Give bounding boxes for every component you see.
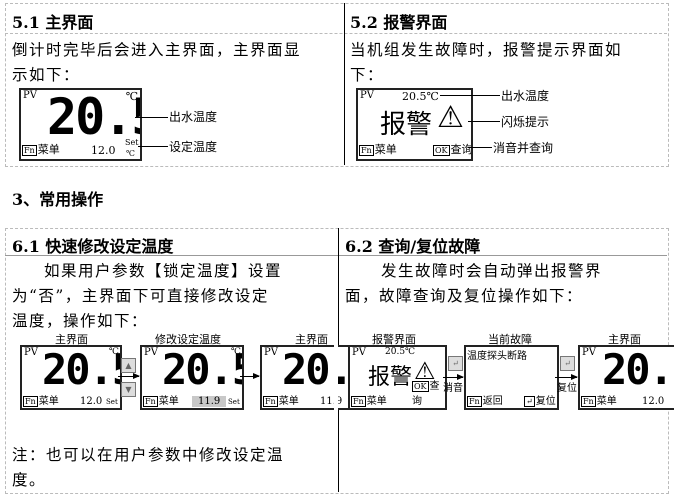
paragraph: 温度，操作如下： bbox=[12, 312, 149, 330]
query-label: 查询 bbox=[412, 381, 440, 407]
unit: ℃ bbox=[108, 347, 119, 357]
warning-icon: ⚠ bbox=[437, 100, 464, 135]
heading-5-2: 5.2 报警界面 bbox=[350, 13, 448, 32]
divider bbox=[344, 3, 345, 165]
paragraph: 如果用户参数【锁定温度】设置 bbox=[44, 262, 283, 280]
heading-6-1: 6.1 快速修改设定温度 bbox=[12, 237, 174, 256]
water-temp: 20.5 bbox=[42, 345, 120, 394]
caption: 主界面 bbox=[295, 333, 328, 346]
caption: 当前故障 bbox=[488, 333, 532, 346]
water-temp: 20.5 bbox=[282, 345, 352, 394]
pv-label: PV bbox=[23, 90, 37, 101]
reset-label: 复位 bbox=[535, 396, 556, 407]
fn-key-icon: Fn bbox=[359, 144, 374, 156]
set-value: 12.0 bbox=[80, 396, 103, 407]
heading-5-1: 5.1 主界面 bbox=[12, 13, 94, 32]
water-temp: 20.5 bbox=[47, 88, 140, 146]
note: 度。 bbox=[12, 471, 47, 489]
confirm-button[interactable]: ↵ bbox=[448, 356, 463, 371]
paragraph: 面，故障查询及复位操作如下： bbox=[345, 287, 584, 305]
paragraph: 发生故障时会自动弹出报警界 bbox=[381, 262, 603, 280]
back-label: 返回 bbox=[482, 396, 503, 407]
water-temp: 20.5 bbox=[162, 345, 242, 394]
menu-label: 菜单 bbox=[596, 396, 617, 407]
enter-key-icon: ↵ bbox=[524, 396, 535, 407]
set-value: 11.9 bbox=[320, 396, 343, 407]
callout-water-temp: 出水温度 bbox=[501, 89, 550, 103]
water-temp: 20.5 bbox=[602, 345, 674, 394]
heading-3: 3、常用操作 bbox=[12, 190, 104, 209]
water-temp: 20.5℃ bbox=[385, 347, 416, 357]
paragraph: 倒计时完毕后会进入主界面，主界面显 bbox=[12, 41, 302, 59]
heading-6-2: 6.2 查询/复位故障 bbox=[345, 237, 481, 256]
pv-label: PV bbox=[360, 90, 374, 101]
pv-label: PV bbox=[264, 347, 278, 358]
menu-label: 菜单 bbox=[38, 396, 59, 407]
set-value: 12.0 bbox=[642, 396, 665, 407]
fn-key-icon: Fn bbox=[263, 396, 278, 407]
caption: 主界面 bbox=[608, 333, 641, 346]
ok-key-icon: OK bbox=[433, 144, 450, 156]
confirm-button[interactable]: ↵ bbox=[560, 356, 575, 371]
set-label: Set bbox=[228, 398, 240, 406]
caption: 报警界面 bbox=[372, 333, 416, 346]
menu-label: 菜单 bbox=[278, 396, 299, 407]
water-temp: 20.5℃ bbox=[402, 90, 439, 103]
pv-label: PV bbox=[352, 347, 366, 358]
fn-key-icon: Fn bbox=[23, 396, 38, 407]
menu-label: 菜单 bbox=[158, 396, 179, 407]
paragraph: 示如下： bbox=[12, 66, 81, 84]
down-button[interactable]: ▼ bbox=[121, 382, 136, 397]
pv-label: PV bbox=[582, 347, 596, 358]
fn-key-icon: Fn bbox=[351, 396, 366, 407]
callout-set-temp: 设定温度 bbox=[169, 140, 218, 154]
menu-label: 菜单 bbox=[374, 143, 397, 156]
set-value-editing: 11.9 bbox=[192, 396, 227, 407]
note: 注：也可以在用户参数中修改设定温 bbox=[12, 446, 285, 464]
pv-label: PV bbox=[24, 347, 38, 358]
menu-label: 菜单 bbox=[366, 396, 387, 407]
callout-water-temp: 出水温度 bbox=[169, 110, 218, 124]
paragraph: 为“否”，主界面下可直接修改设定 bbox=[12, 287, 269, 305]
divider bbox=[5, 33, 667, 34]
caption: 修改设定温度 bbox=[155, 333, 221, 346]
paragraph: 当机组发生故障时，报警提示界面如 bbox=[350, 41, 623, 59]
fn-key-icon: Fn bbox=[143, 396, 158, 407]
set-label: Set bbox=[106, 398, 118, 406]
table-section-5 bbox=[5, 3, 669, 167]
fn-key-icon: Fn bbox=[22, 144, 37, 156]
caption: 主界面 bbox=[55, 333, 88, 346]
menu-label: 菜单 bbox=[37, 143, 60, 156]
ok-key-icon: OK bbox=[412, 381, 429, 392]
alarm-text: 报警 bbox=[368, 365, 413, 390]
fn-key-icon: Fn bbox=[581, 396, 596, 407]
fn-key-icon: Fn bbox=[467, 396, 482, 407]
query-label: 查询 bbox=[450, 143, 473, 156]
set-unit: ℃ bbox=[126, 149, 135, 158]
pv-label: PV bbox=[144, 347, 158, 358]
callout-mute-query: 消音并查询 bbox=[493, 141, 554, 155]
callout-flash: 闪烁提示 bbox=[501, 115, 550, 129]
set-value: 12.0 bbox=[91, 144, 116, 157]
warning-icon: ⚠ bbox=[414, 357, 436, 385]
paragraph: 下： bbox=[350, 66, 385, 84]
unit: ℃ bbox=[230, 347, 241, 357]
reset-caption: 复位 bbox=[557, 383, 577, 394]
mute-label: 消音 bbox=[443, 383, 463, 394]
alarm-text: 报警 bbox=[380, 110, 433, 140]
unit: ℃ bbox=[125, 90, 138, 103]
fault-text: 温度探头断路 bbox=[467, 351, 527, 362]
up-button[interactable]: ▲ bbox=[121, 358, 136, 373]
set-label: Set bbox=[125, 138, 139, 147]
